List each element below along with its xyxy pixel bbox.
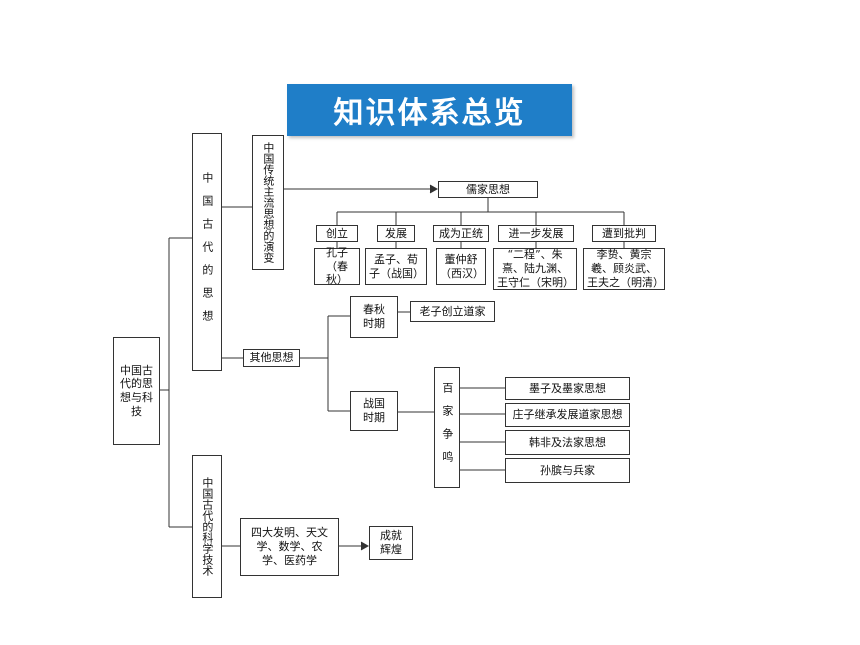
root-label: 中国古代的思想与科技 [120, 363, 153, 418]
school-label: 韩非及法家思想 [529, 435, 606, 449]
other-thought-label: 其他思想 [249, 351, 294, 365]
stage-label: 遭到批判 [602, 226, 646, 240]
stage-detail-box: 李贽、黄宗羲、顾炎武、王夫之（明清） [583, 248, 665, 290]
branch-thought-node: 中国古代的思想 [192, 133, 222, 371]
stage-detail: 孟子、荀子（战国） [369, 252, 424, 280]
spring-autumn-node: 春秋时期 [350, 296, 398, 338]
branch-thought-label: 中国古代的思想 [200, 171, 214, 333]
stage-detail-box: “二程”、朱熹、陆九渊、王守仁（宋明） [493, 248, 577, 290]
page-title: 知识体系总览 [287, 84, 572, 136]
branch-science-node: 中国古代的科学技术 [192, 455, 222, 598]
inventions-label: 四大发明、天文学、数学、农学、医药学 [251, 526, 328, 567]
spring-autumn-label: 春秋时期 [363, 303, 385, 330]
stage-label-box: 发展 [377, 225, 415, 242]
school-label: 墨子及墨家思想 [529, 381, 606, 395]
stage-detail: “二程”、朱熹、陆九渊、王守仁（宋明） [497, 248, 574, 289]
stage-label: 进一步发展 [508, 226, 564, 240]
achievements-node: 成就辉煌 [369, 526, 413, 560]
school-label: 孙膑与兵家 [540, 463, 595, 477]
achievements-label: 成就辉煌 [380, 529, 402, 556]
other-thought-node: 其他思想 [243, 349, 300, 367]
hundred-schools-label: 百家争鸣 [440, 381, 454, 474]
stage-label-box: 创立 [316, 225, 358, 242]
stage-label: 发展 [385, 226, 407, 240]
confucian-label: 儒家思想 [466, 182, 510, 196]
stage-label: 创立 [326, 226, 348, 240]
root-node: 中国古代的思想与科技 [113, 337, 160, 445]
warring-states-label: 战国时期 [363, 397, 385, 424]
stage-detail-box: 董仲舒（西汉） [436, 248, 486, 285]
mainstream-label: 中国传统主流思想的演变 [261, 142, 275, 263]
stage-detail-box: 孟子、荀子（战国） [365, 248, 427, 285]
confucian-node: 儒家思想 [438, 181, 538, 198]
stage-label-box: 遭到批判 [592, 225, 656, 242]
stage-label-box: 成为正统 [433, 225, 489, 242]
school-label: 庄子继承发展道家思想 [512, 408, 623, 422]
inventions-node: 四大发明、天文学、数学、农学、医药学 [240, 518, 339, 576]
stage-detail: 董仲舒（西汉） [440, 252, 484, 280]
stage-detail-box: 孔子（春秋） [314, 245, 360, 287]
stage-detail: 李贽、黄宗羲、顾炎武、王夫之（明清） [587, 248, 664, 289]
laozi-label: 老子创立道家 [419, 304, 486, 318]
stage-detail: 孔子（春秋） [326, 245, 348, 287]
school-box: 墨子及墨家思想 [505, 377, 630, 400]
laozi-node: 老子创立道家 [410, 301, 495, 322]
school-box: 孙膑与兵家 [505, 458, 630, 483]
mainstream-node: 中国传统主流思想的演变 [252, 135, 284, 270]
stage-label-box: 进一步发展 [498, 225, 574, 242]
stage-label: 成为正统 [439, 226, 483, 240]
hundred-schools-node: 百家争鸣 [434, 367, 460, 488]
branch-science-label: 中国古代的科学技术 [200, 477, 214, 576]
school-box: 韩非及法家思想 [505, 430, 630, 455]
warring-states-node: 战国时期 [350, 391, 398, 431]
school-box: 庄子继承发展道家思想 [505, 403, 630, 427]
